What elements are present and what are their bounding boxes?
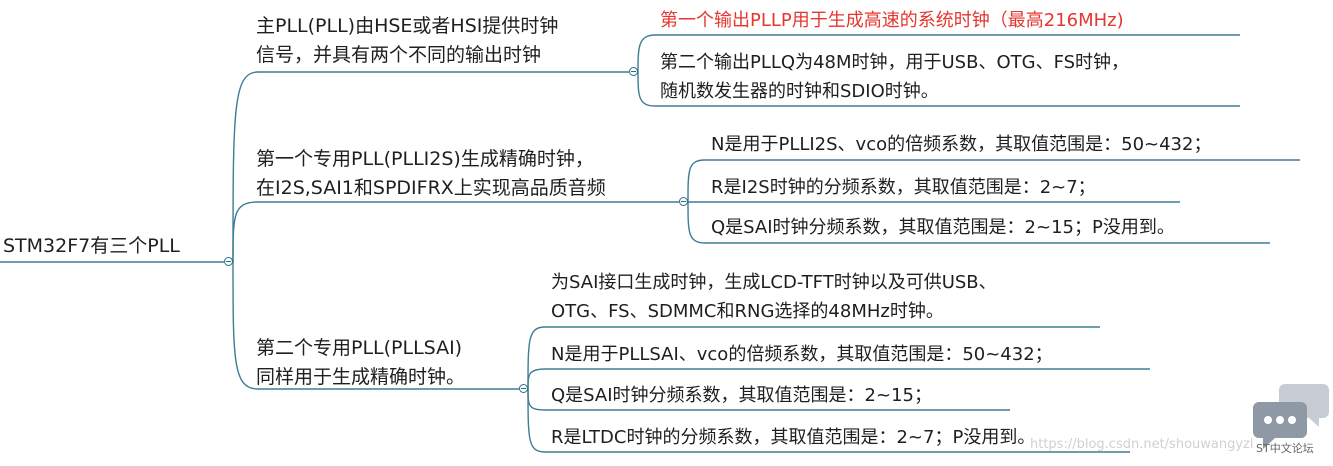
link-root-branch-1 xyxy=(232,71,629,263)
link-b1-c2 xyxy=(637,71,1240,107)
pllq-output-node[interactable]: 第二个输出PLLQ为48M时钟，用于USB、OTG、FS时钟， 随机数发生器的时… xyxy=(660,48,1129,106)
plli2s-n-node[interactable]: N是用于PLLI2S、vco的倍频系数，其取值范围是：50~432； xyxy=(711,134,1212,155)
branch-2-node[interactable]: 第一个专用PLL(PLLI2S)生成精确时钟， 在I2S,SAI1和SPDIFR… xyxy=(256,145,606,203)
pllsai-desc-line-2: OTG、FS、SDMMC和RNG选择的48MHz时钟。 xyxy=(551,301,944,322)
pllq-output-line-2: 随机数发生器的时钟和SDIO时钟。 xyxy=(660,81,939,102)
plli2s-r-node[interactable]: R是I2S时钟的分频系数，其取值范围是：2~7； xyxy=(711,177,1096,198)
pllsai-desc-line-1: 为SAI接口生成时钟，生成LCD-TFT时钟以及可供USB、 xyxy=(551,272,997,293)
logo-caption: ST中文论坛 xyxy=(1256,442,1314,455)
branch-3-line-1: 第二个专用PLL(PLLSAI) xyxy=(256,337,463,359)
branch-3-line-2: 同样用于生成精确时钟。 xyxy=(256,366,466,388)
branch-1-node[interactable]: 主PLL(PLL)由HSE或者HSI提供时钟 信号，并具有两个不同的输出时钟 xyxy=(256,12,558,70)
link-root-branch-3 xyxy=(232,261,519,390)
branch-2-line-2: 在I2S,SAI1和SPDIFRX上实现高品质音频 xyxy=(256,177,606,199)
branch-2-line-1: 第一个专用PLL(PLLI2S)生成精确时钟， xyxy=(256,148,594,170)
pllsai-r-node[interactable]: R是LTDC时钟的分频系数，其取值范围是：2~7；P没用到。 xyxy=(551,427,1036,448)
pllq-output-line-1: 第二个输出PLLQ为48M时钟，用于USB、OTG、FS时钟， xyxy=(660,52,1130,73)
link-b3-c4 xyxy=(527,388,1130,453)
link-b3-c2 xyxy=(527,368,1150,390)
pllsai-desc-node[interactable]: 为SAI接口生成时钟，生成LCD-TFT时钟以及可供USB、 OTG、FS、SD… xyxy=(551,268,997,326)
root-collapse-toggle[interactable] xyxy=(224,257,233,266)
root-node-label[interactable]: STM32F7有三个PLL xyxy=(3,235,180,257)
branch-1-line-1: 主PLL(PLL)由HSE或者HSI提供时钟 xyxy=(256,15,559,37)
link-b2-c3 xyxy=(687,201,1270,244)
plli2s-q-node[interactable]: Q是SAI时钟分频系数，其取值范围是：2~15；P没用到。 xyxy=(711,217,1175,238)
link-root-branch-2 xyxy=(232,201,679,263)
branch-1-line-2: 信号，并具有两个不同的输出时钟 xyxy=(256,44,542,66)
pllsai-n-node[interactable]: N是用于PLLSAI、vco的倍频系数，其取值范围是：50~432； xyxy=(551,344,1053,365)
branch-2-collapse-toggle[interactable] xyxy=(679,197,688,206)
branch-1-collapse-toggle[interactable] xyxy=(629,67,638,76)
link-b2-c1 xyxy=(687,159,1300,203)
pllp-output-node[interactable]: 第一个输出PLLP用于生成高速的系统时钟（最高216MHz) xyxy=(660,10,1124,31)
pllsai-q-node[interactable]: Q是SAI时钟分频系数，其取值范围是：2~15； xyxy=(551,385,932,406)
branch-3-collapse-toggle[interactable] xyxy=(519,384,528,393)
chat-bubbles-icon xyxy=(1253,384,1329,449)
branch-3-node[interactable]: 第二个专用PLL(PLLSAI) 同样用于生成精确时钟。 xyxy=(256,334,465,392)
watermark-url: https://blog.csdn.net/shouwangyzl xyxy=(1030,437,1254,452)
link-b1-c1 xyxy=(637,34,1240,73)
link-b3-c1 xyxy=(527,326,1100,390)
